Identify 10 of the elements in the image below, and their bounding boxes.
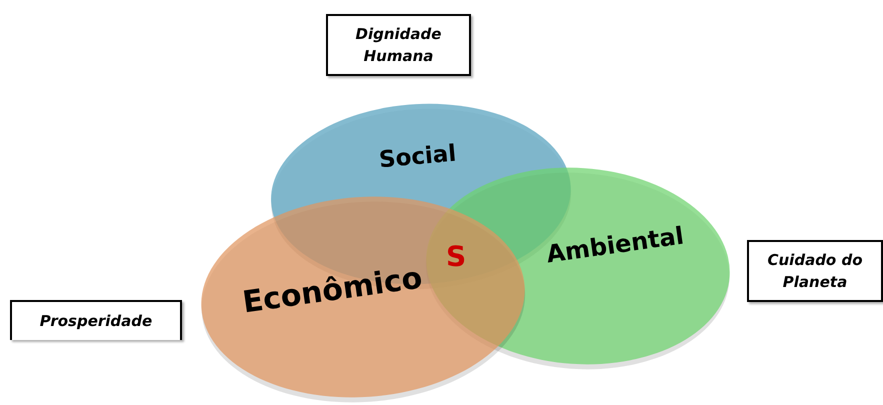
text-box — [326, 14, 471, 76]
circle-label: Ambiental — [544, 220, 686, 270]
text-box — [10, 300, 182, 340]
box-label: Dignidade Humana — [354, 24, 442, 67]
box-label: Prosperidade — [38, 311, 154, 332]
circle-label: Social — [378, 139, 458, 176]
circle-label: Econômico — [239, 259, 425, 322]
center-letter: S — [446, 239, 466, 275]
text-box — [747, 240, 883, 302]
box-label: Cuidado do Planeta — [766, 250, 864, 293]
